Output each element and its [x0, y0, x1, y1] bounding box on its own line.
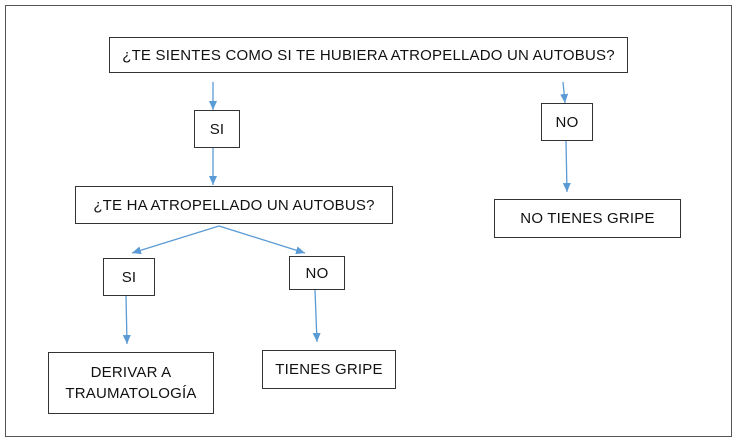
second-question-text: ¿TE HA ATROPELLADO UN AUTOBUS?: [93, 196, 375, 214]
arrow-second-to-no: [218, 225, 306, 255]
no-flu-outcome-box: NO TIENES GRIPE: [494, 199, 681, 238]
flu-outcome-text: TIENES GRIPE: [275, 361, 383, 378]
second-yes-text: SI: [121, 268, 137, 286]
flu-outcome-box: TIENES GRIPE: [262, 350, 396, 389]
no-branch-text: NO: [555, 113, 579, 131]
arrow-second-to-yes: [131, 225, 220, 255]
trauma-outcome-line-2: TRAUMATOLOGÍA: [65, 385, 197, 402]
arrow-root-to-no: [560, 81, 569, 104]
root-question-text: ¿TE SIENTES COMO SI TE HUBIERA ATROPELLA…: [122, 46, 615, 64]
second-no-text: NO: [305, 264, 329, 282]
second-question-box: ¿TE HA ATROPELLADO UN AUTOBUS?: [75, 186, 393, 224]
diagram-frame: [5, 5, 732, 437]
trauma-outcome-box: DERIVAR A TRAUMATOLOGÍA: [48, 352, 214, 414]
arrow-no-to-no-flu: [562, 140, 571, 193]
second-yes-box: SI: [103, 258, 155, 296]
yes-branch-text: SI: [209, 120, 225, 138]
arrow-second-yes-to-trauma: [122, 295, 131, 345]
yes-branch-box: SI: [194, 110, 240, 148]
no-branch-box: NO: [541, 103, 593, 141]
root-question-box: ¿TE SIENTES COMO SI TE HUBIERA ATROPELLA…: [109, 37, 628, 73]
second-no-box: NO: [289, 256, 345, 290]
no-flu-outcome-text: NO TIENES GRIPE: [520, 210, 655, 227]
arrow-second-no-to-flu: [312, 289, 321, 343]
trauma-outcome-line-1: DERIVAR A: [90, 364, 172, 381]
